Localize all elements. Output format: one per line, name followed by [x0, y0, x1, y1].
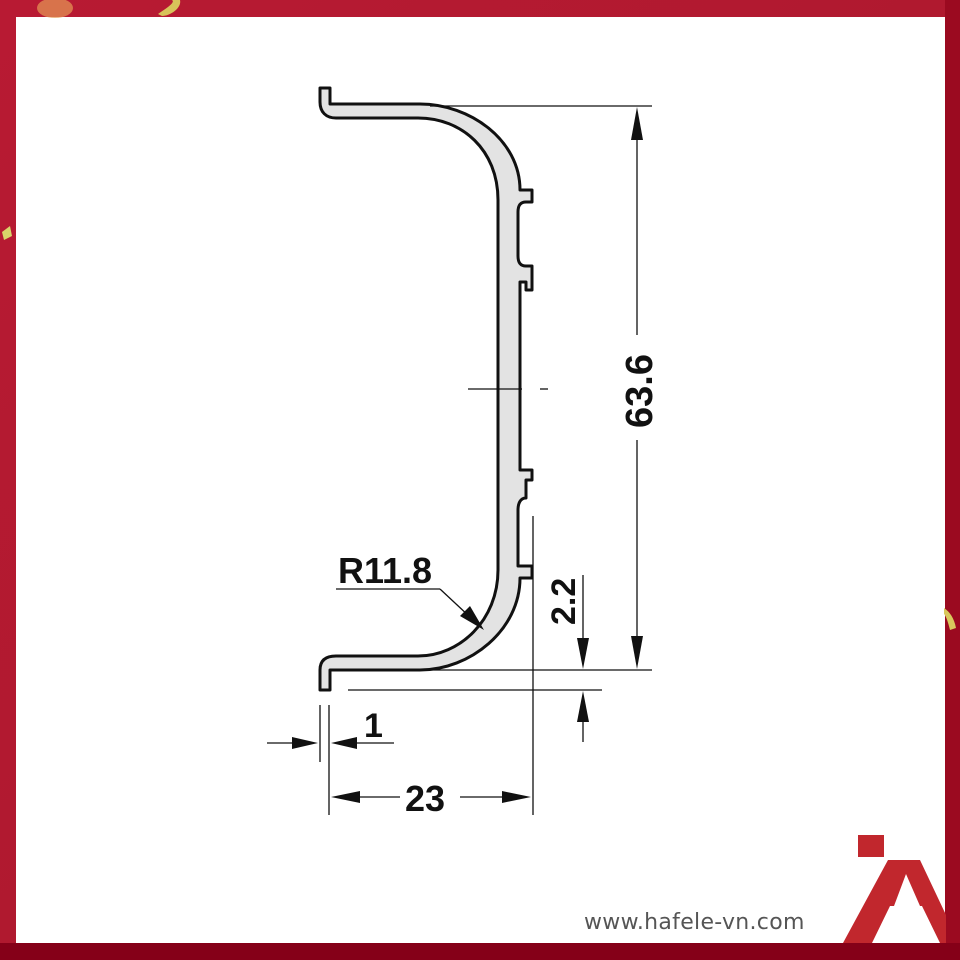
dimension-offset: 2.2 — [545, 575, 589, 742]
extension-lines — [319, 105, 652, 815]
border-bottom — [0, 943, 960, 960]
dimension-depth: 23 — [331, 778, 531, 819]
border-right — [945, 0, 960, 960]
svg-text:23: 23 — [405, 778, 445, 819]
confetti-decoration — [2, 0, 956, 630]
drawing-panel — [16, 17, 945, 943]
profile-outline — [318, 86, 534, 692]
svg-text:63.6: 63.6 — [619, 354, 661, 428]
hafele-logo-icon — [843, 835, 946, 943]
svg-text:2.2: 2.2 — [545, 578, 583, 625]
svg-text:R11.8: R11.8 — [338, 550, 432, 591]
svg-text:1: 1 — [364, 707, 383, 745]
website-url: www.hafele-vn.com — [584, 910, 805, 935]
dimension-radius: R11.8 — [336, 550, 484, 630]
dimension-thickness: 1 — [267, 707, 394, 749]
dimension-height: 63.6 — [619, 107, 661, 669]
